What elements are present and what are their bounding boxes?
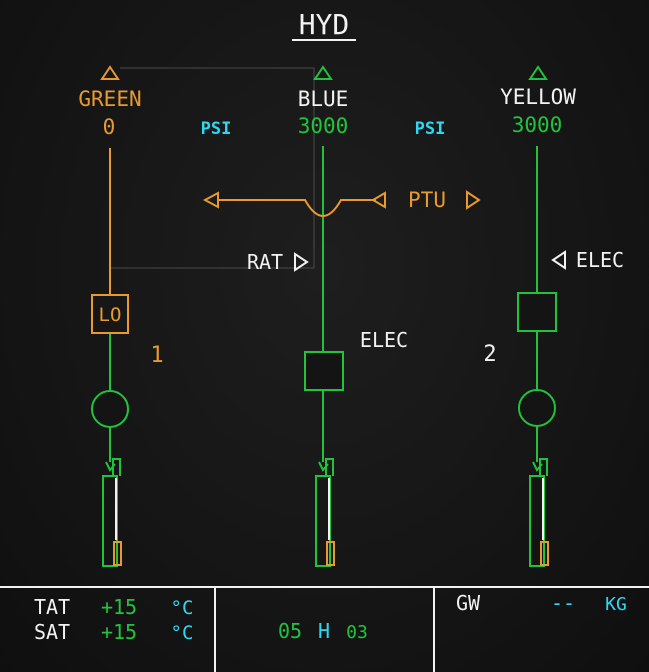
gw-label: GW [456,591,481,615]
green-reservoir [102,458,122,567]
ptu-line [218,199,376,217]
psi-unit-right: PSI [415,119,446,139]
blue-triangle-icon [313,65,333,80]
yellow-elec-arrow-icon [551,250,566,270]
yellow-elec-label: ELEC [576,248,624,272]
blue-elec-pump [304,351,344,391]
yellow-fire-valve [518,389,556,427]
engine-2-number: 2 [483,342,496,367]
tat-value: +15 [101,595,137,619]
rat-label: RAT [247,250,283,274]
green-fire-valve [91,390,129,428]
ptu-left-arrow-icon [202,191,219,209]
gw-value: -- [551,591,575,615]
page-title: HYD [299,8,350,41]
blue-reservoir [315,458,335,567]
green-system-name: GREEN [78,87,141,111]
gw-unit: KG [605,594,627,615]
yellow-triangle-icon [528,65,548,80]
tat-label: TAT [34,595,70,619]
rat-arrow-icon [294,252,309,272]
green-pressure: 0 [103,115,116,139]
psi-unit-left: PSI [201,119,232,139]
yellow-reservoir [529,458,549,567]
sat-value: +15 [101,620,137,644]
time-separator: H [318,619,330,643]
sat-unit: °C [171,622,194,644]
time-hours: 05 [278,619,302,643]
footer-frame [0,586,649,672]
blue-pressure: 3000 [298,114,349,138]
ptu-right-arrow-icon [371,191,386,209]
tat-unit: °C [171,597,194,619]
sat-label: SAT [34,620,70,644]
green-pump-state: LO [99,304,122,326]
engine-1-number: 1 [150,343,163,368]
blue-system-name: BLUE [298,87,349,111]
ptu-label: PTU [408,188,446,212]
time-minutes: 03 [346,622,368,643]
yellow-engine-pump [517,292,557,332]
yellow-system-name: YELLOW [500,85,576,109]
green-engine-pump [91,294,129,334]
yellow-pressure: 3000 [512,113,563,137]
green-triangle-icon [100,65,120,80]
green-leader-line [110,67,315,269]
blue-elec-label: ELEC [360,328,408,352]
ptu-indicator-triangle-icon [466,190,481,210]
